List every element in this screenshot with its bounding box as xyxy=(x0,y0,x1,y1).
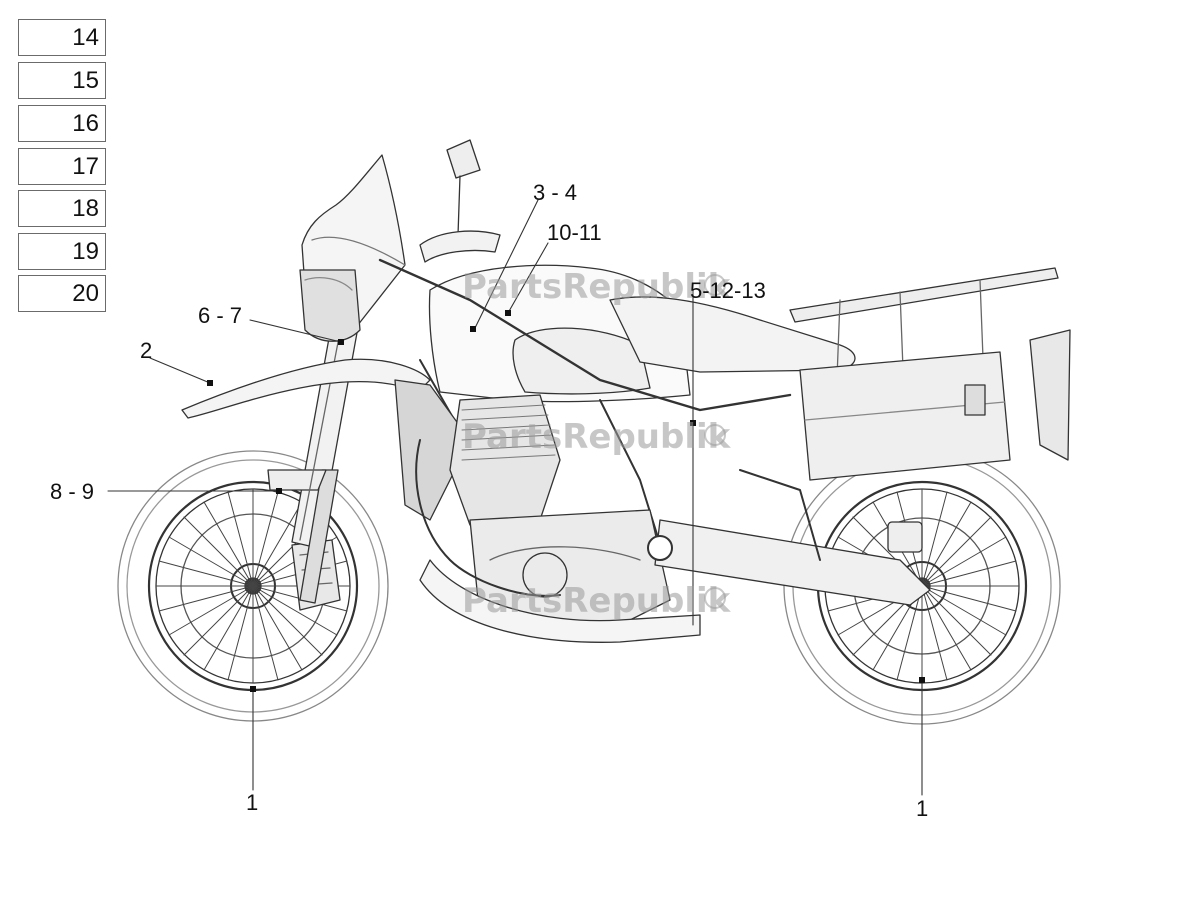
mirror-handlebar xyxy=(419,139,501,263)
callout-1-rear: 1 xyxy=(916,796,928,821)
watermarks: PartsRepublik PartsRepublik PartsRepubli… xyxy=(462,267,732,621)
legend-box-16: 16 xyxy=(18,105,106,142)
watermark-text: PartsRepublik xyxy=(462,267,732,307)
front-fender xyxy=(181,358,431,419)
fuel-tank xyxy=(428,264,691,403)
callout-6-7: 6 - 7 xyxy=(198,303,242,328)
callout-8-9: 8 - 9 xyxy=(50,479,94,504)
callout-markers xyxy=(207,310,925,692)
legend-box-17: 17 xyxy=(18,148,106,185)
legend-box-18: 18 xyxy=(18,190,106,227)
fairing xyxy=(299,154,406,342)
legend-box-14: 14 xyxy=(18,19,106,56)
callout-5-12-13: 5-12-13 xyxy=(690,278,766,303)
exhaust xyxy=(419,559,701,643)
watermark-text: PartsRepublik xyxy=(462,417,732,457)
callout-3-4: 3 - 4 xyxy=(533,180,577,205)
leader-lines xyxy=(107,199,923,796)
frame xyxy=(378,258,792,561)
legend-box-19: 19 xyxy=(18,233,106,270)
swingarm xyxy=(647,469,931,606)
pannier xyxy=(799,329,1071,481)
callout-1-front: 1 xyxy=(246,790,258,815)
legend-box-15: 15 xyxy=(18,62,106,99)
legend-box-20: 20 xyxy=(18,275,106,312)
watermark-text: PartsRepublik xyxy=(462,581,732,621)
callout-10-11: 10-11 xyxy=(547,220,602,245)
callout-2: 2 xyxy=(140,338,152,363)
